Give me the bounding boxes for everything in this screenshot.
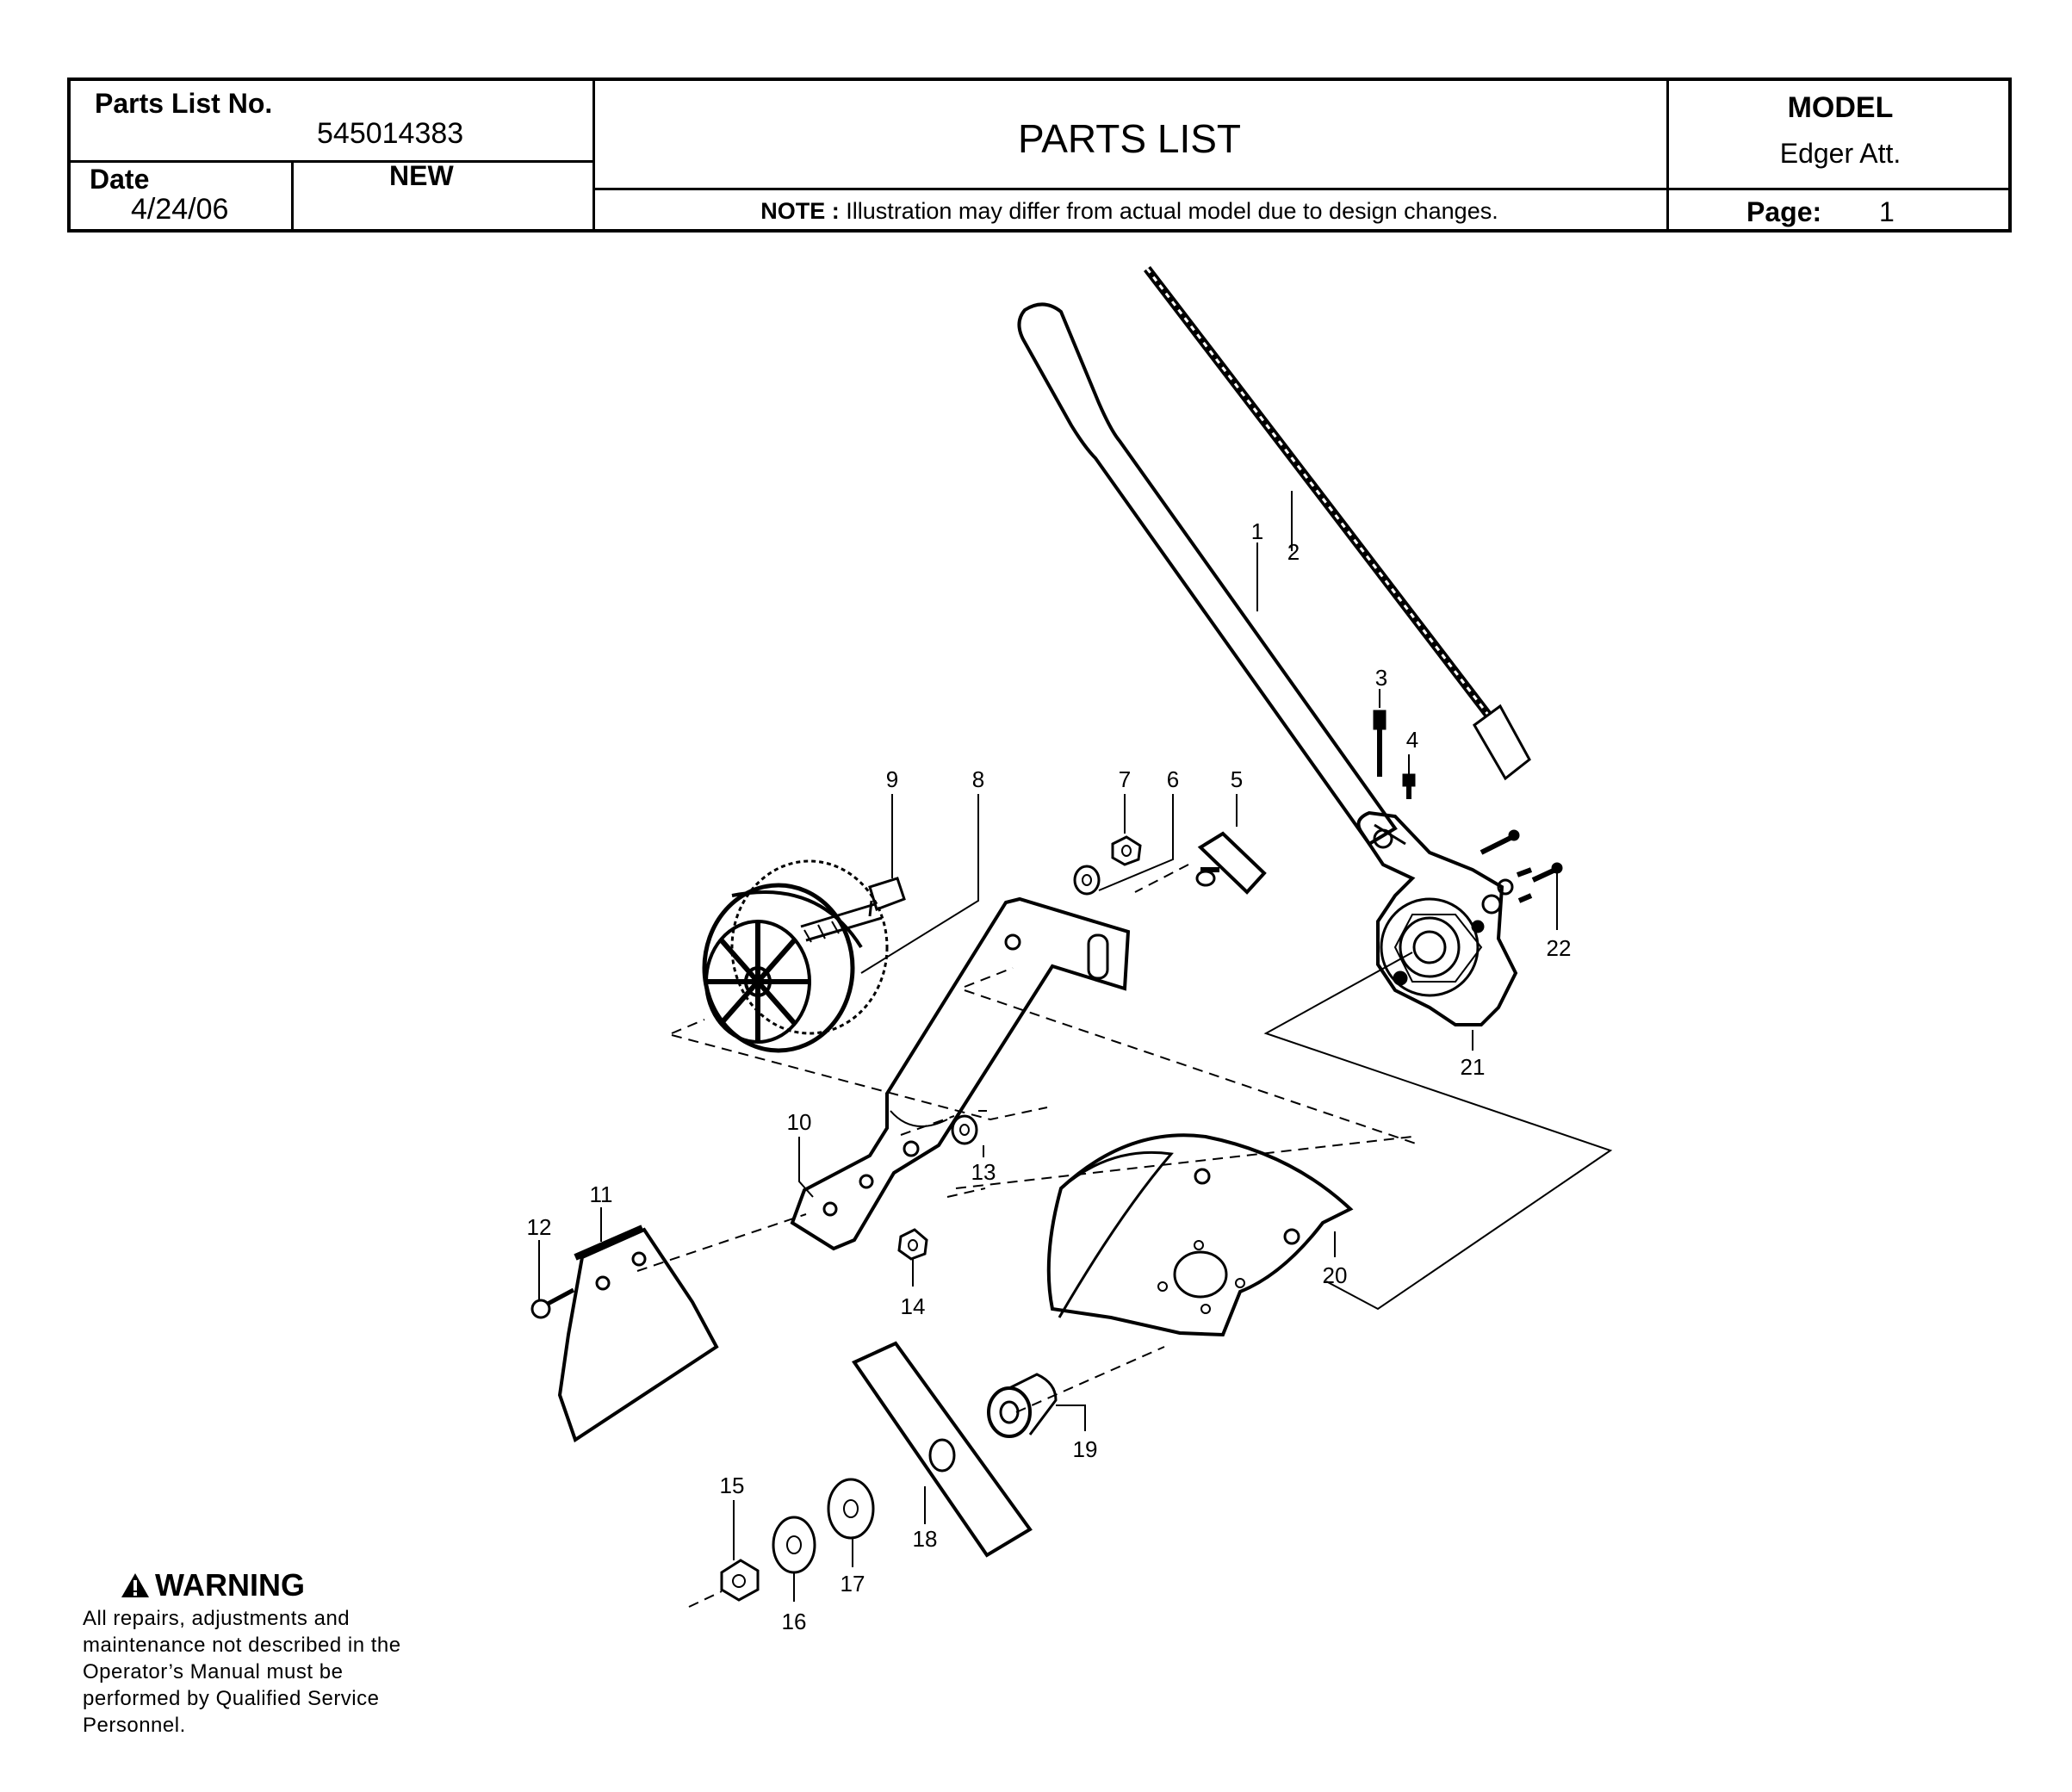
- blade-nut: [720, 1559, 760, 1602]
- divider: [291, 163, 294, 229]
- callout-11: 11: [590, 1181, 613, 1207]
- clamp-screw: [1373, 710, 1387, 777]
- callout-5: 5: [1231, 766, 1243, 792]
- screw: [530, 1287, 575, 1319]
- page-title: PARTS LIST: [1017, 116, 1242, 161]
- nut: [1111, 835, 1142, 866]
- shaft-tube: [1017, 302, 1406, 846]
- reference-lines: [1263, 952, 1613, 1311]
- warning-block: WARNING All repairs, adjustments and mai…: [83, 1567, 444, 1739]
- callout-13: 13: [971, 1159, 996, 1185]
- gearbox-housing: [1356, 810, 1518, 1026]
- callout-18: 18: [913, 1526, 938, 1552]
- axle-bolt: [800, 877, 906, 943]
- callout-10: 10: [787, 1109, 812, 1135]
- model-label: MODEL: [1787, 91, 1894, 124]
- assembly-lines: [636, 864, 1422, 1608]
- callout-17: 17: [841, 1571, 865, 1597]
- callout-22: 22: [1547, 935, 1572, 961]
- wheel-bracket: [790, 896, 1131, 1251]
- deflector-plate: [557, 1225, 719, 1443]
- gearbox-screws: [1480, 829, 1563, 903]
- callout-20: 20: [1323, 1262, 1348, 1288]
- blade: [852, 1341, 1033, 1558]
- nut: [897, 1228, 928, 1261]
- washer: [1073, 865, 1101, 896]
- warning-triangle-icon: [121, 1573, 149, 1597]
- parts-list-no-label: Parts List No.: [95, 88, 273, 119]
- page-label: Page:: [1746, 196, 1822, 227]
- wheel: [702, 859, 889, 1053]
- spacer: [987, 1373, 1058, 1438]
- divider: [592, 81, 595, 229]
- parts-list-no-value: 545014383: [317, 117, 464, 150]
- callout-9: 9: [886, 766, 898, 792]
- page-number: 1: [1879, 196, 1895, 227]
- warning-title-text: WARNING: [155, 1567, 305, 1603]
- callout-15: 15: [720, 1473, 745, 1498]
- callout-8: 8: [972, 766, 984, 792]
- callout-3: 3: [1375, 665, 1387, 691]
- date-label: Date: [90, 164, 150, 195]
- divider: [71, 160, 592, 163]
- warning-title: WARNING: [121, 1567, 444, 1603]
- note-label: NOTE :: [760, 198, 840, 224]
- divider: [592, 188, 2008, 190]
- callout-1: 1: [1251, 518, 1263, 544]
- note-text: Illustration may differ from actual mode…: [846, 198, 1498, 224]
- date-value: 4/24/06: [131, 193, 229, 226]
- callout-14: 14: [901, 1293, 926, 1319]
- callout-7: 7: [1119, 766, 1131, 792]
- drive-cable: [1144, 265, 1531, 781]
- callout-16: 16: [782, 1609, 807, 1634]
- callout-2: 2: [1287, 539, 1300, 565]
- callout-4: 4: [1406, 727, 1418, 753]
- callout-21: 21: [1461, 1054, 1486, 1080]
- adjustment-knob: [1195, 831, 1267, 895]
- callout-19: 19: [1073, 1436, 1098, 1462]
- washer: [772, 1516, 816, 1574]
- model-value: Edger Att.: [1779, 138, 1901, 169]
- divider: [1666, 81, 1669, 229]
- washer: [951, 1114, 978, 1145]
- status-badge: NEW: [389, 160, 454, 191]
- note: NOTE : Illustration may differ from actu…: [592, 198, 1666, 225]
- callout-12: 12: [527, 1214, 552, 1240]
- warning-text: All repairs, adjustments and maintenance…: [83, 1607, 401, 1737]
- blade-guard: [1046, 1133, 1354, 1337]
- washer: [827, 1478, 875, 1540]
- callout-6: 6: [1167, 766, 1179, 792]
- leader-lines: [538, 491, 1558, 1602]
- header-table: Parts List No. 545014383 Date 4/24/06 NE…: [67, 78, 2012, 233]
- clamp-screw: [1402, 773, 1416, 799]
